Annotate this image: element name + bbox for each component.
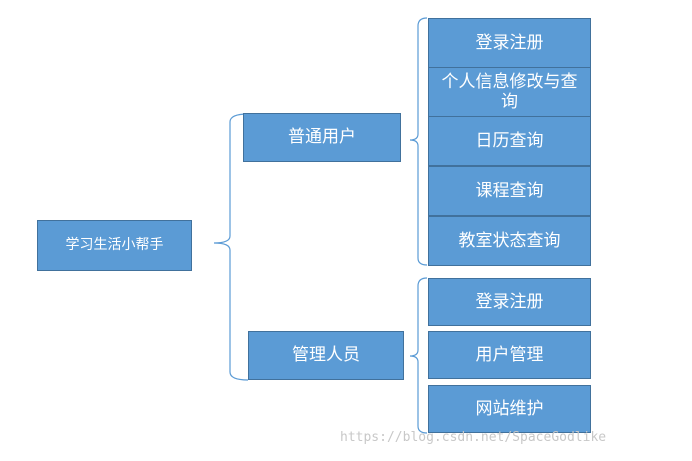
- leaf-site-maintenance: 网站维护: [428, 385, 591, 433]
- root-node: 学习生活小帮手: [37, 220, 192, 271]
- leaf-label: 课程查询: [475, 180, 544, 201]
- group2-bracket: [409, 277, 428, 434]
- leaf-label: 个人信息修改与查询: [441, 71, 578, 112]
- leaf-course-query: 课程查询: [428, 166, 591, 216]
- leaf-calendar-query: 日历查询: [428, 116, 591, 166]
- leaf-classroom-status-query: 教室状态查询: [428, 216, 591, 266]
- group-label: 普通用户: [288, 127, 356, 148]
- leaf-login-register: 登录注册: [428, 278, 591, 326]
- group-label: 管理人员: [292, 345, 360, 366]
- group1-bracket: [409, 17, 428, 266]
- leaf-label: 日历查询: [475, 130, 544, 151]
- leaf-label: 用户管理: [475, 344, 544, 365]
- watermark: https://blog.csdn.net/SpaceGodlike: [340, 430, 607, 445]
- group-node-regular-user: 普通用户: [243, 113, 401, 162]
- leaf-profile-edit-query: 个人信息修改与查询: [428, 67, 591, 117]
- leaf-label: 教室状态查询: [458, 230, 561, 251]
- root-label: 学习生活小帮手: [65, 237, 164, 254]
- leaf-label: 登录注册: [475, 32, 544, 53]
- root-bracket: [213, 113, 249, 381]
- leaf-label: 登录注册: [475, 291, 544, 312]
- leaf-label: 网站维护: [475, 398, 544, 419]
- leaf-login-register: 登录注册: [428, 18, 591, 68]
- group-node-admin: 管理人员: [248, 331, 404, 380]
- leaf-user-management: 用户管理: [428, 331, 591, 379]
